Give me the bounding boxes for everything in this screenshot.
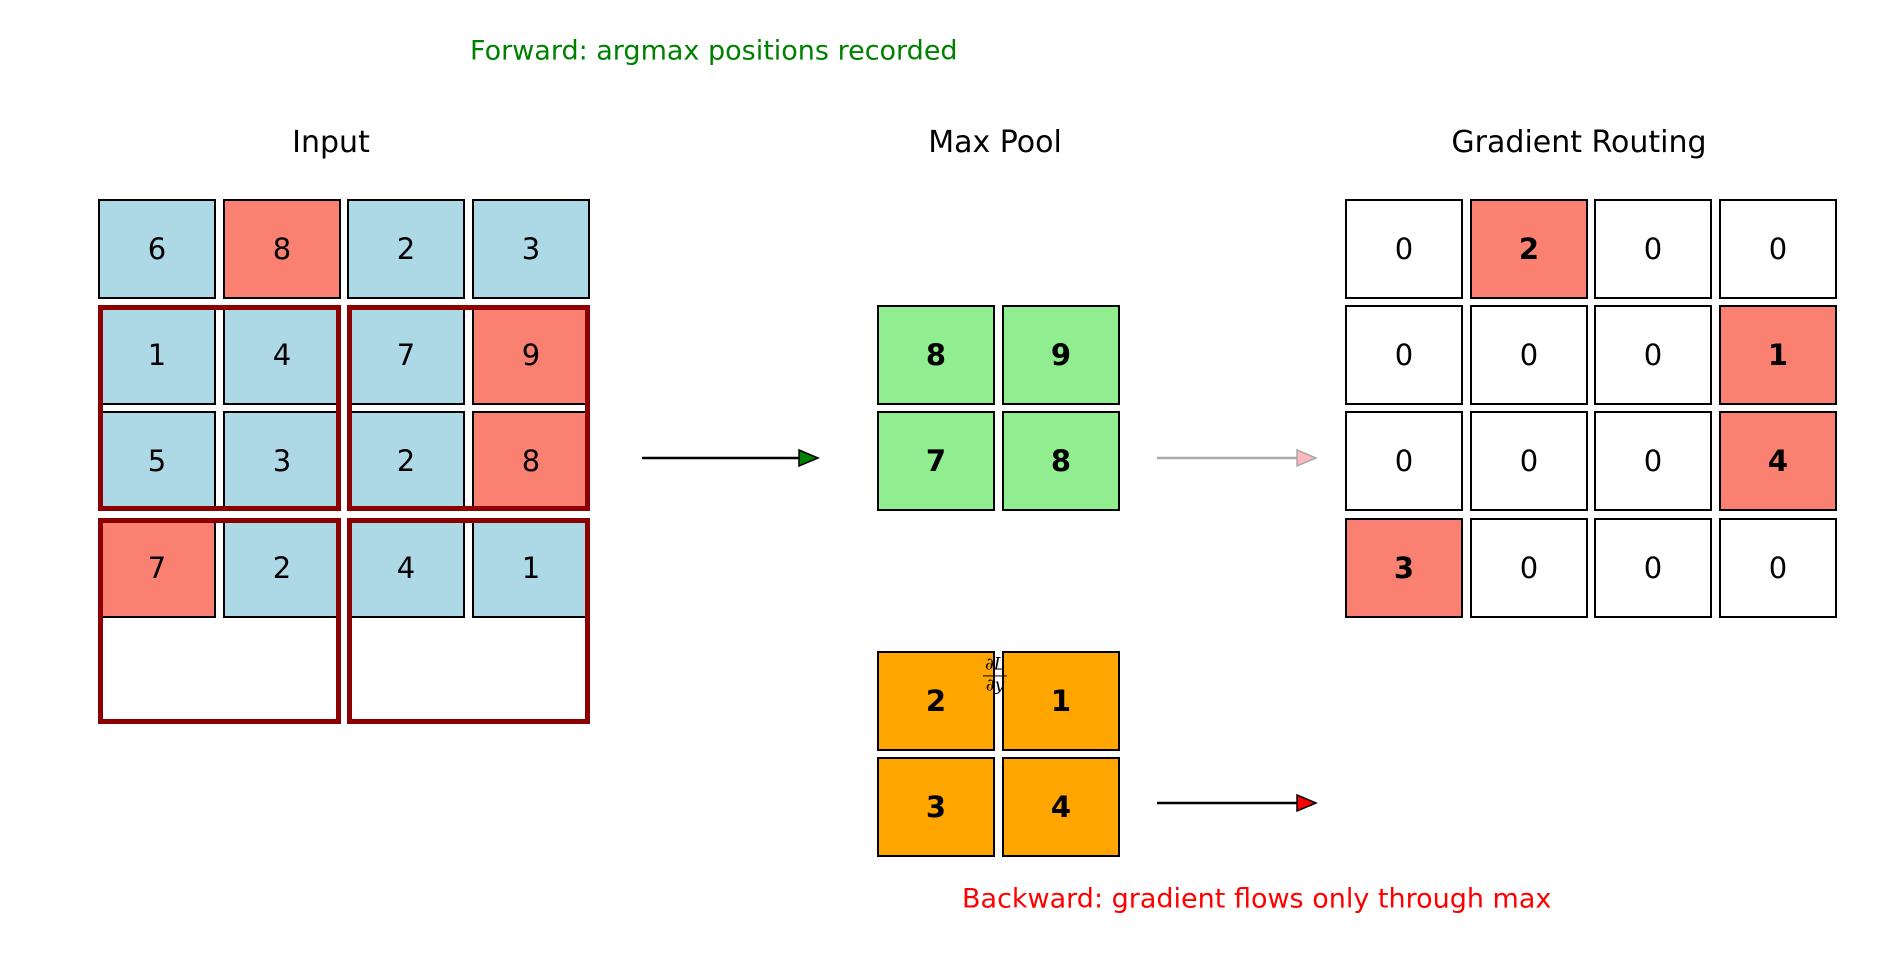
routed-gradient-cell: 0 [1345, 411, 1463, 511]
input-cell: 8 [472, 411, 590, 511]
routed-gradient-cell: 0 [1470, 518, 1588, 618]
input-cell: 2 [347, 411, 465, 511]
max-pool-panel-title: Max Pool [928, 125, 1062, 160]
backward-caption: Backward: gradient flows only through ma… [962, 883, 1552, 915]
routed-gradient-cell: 0 [1719, 518, 1837, 618]
gradient-routing-panel-title: Gradient Routing [1451, 125, 1707, 160]
input-cell: 2 [347, 199, 465, 299]
forward-arrow [642, 448, 820, 468]
backward-arrow [1157, 793, 1318, 813]
input-cell: 4 [347, 518, 465, 618]
faded-forward-arrow [1157, 448, 1318, 468]
upstream-gradient-cell: 1 [1002, 651, 1120, 751]
forward-caption: Forward: argmax positions recorded [470, 35, 958, 67]
gradient-symbol-numerator: ∂L [984, 654, 1006, 675]
routed-gradient-cell: 0 [1594, 305, 1712, 405]
routed-gradient-cell: 0 [1345, 305, 1463, 405]
routed-gradient-cell: 0 [1719, 199, 1837, 299]
routed-gradient-cell: 4 [1719, 411, 1837, 511]
routed-gradient-cell: 0 [1594, 411, 1712, 511]
upstream-gradient-cell: 4 [1002, 757, 1120, 857]
gradient-symbol-denominator: ∂y [985, 675, 1005, 696]
gradient-symbol: ∂L ∂y [983, 656, 1007, 695]
pooling-window [98, 518, 341, 724]
input-panel-title: Input [292, 125, 370, 160]
routed-gradient-cell: 2 [1470, 199, 1588, 299]
input-cell: 1 [98, 305, 216, 405]
input-cell: 8 [223, 199, 341, 299]
input-cell: 3 [472, 199, 590, 299]
pooled-output-cell: 8 [1002, 411, 1120, 511]
pooled-output-cell: 7 [877, 411, 995, 511]
fraction-bar [983, 675, 1007, 677]
routed-gradient-cell: 3 [1345, 518, 1463, 618]
pooled-output-cell: 9 [1002, 305, 1120, 405]
input-cell: 3 [223, 411, 341, 511]
upstream-gradient-cell: 2 [877, 651, 995, 751]
input-cell: 1 [472, 518, 590, 618]
routed-gradient-cell: 0 [1345, 199, 1463, 299]
pooling-window [98, 305, 341, 511]
pooled-output-cell: 8 [877, 305, 995, 405]
routed-gradient-cell: 0 [1470, 305, 1588, 405]
routed-gradient-cell: 0 [1470, 411, 1588, 511]
routed-gradient-cell: 0 [1594, 199, 1712, 299]
routed-gradient-cell: 1 [1719, 305, 1837, 405]
input-cell: 4 [223, 305, 341, 405]
routed-gradient-cell: 0 [1594, 518, 1712, 618]
pooling-window [347, 518, 590, 724]
pooling-window [347, 305, 590, 511]
upstream-gradient-cell: 3 [877, 757, 995, 857]
input-cell: 7 [98, 518, 216, 618]
input-cell: 6 [98, 199, 216, 299]
